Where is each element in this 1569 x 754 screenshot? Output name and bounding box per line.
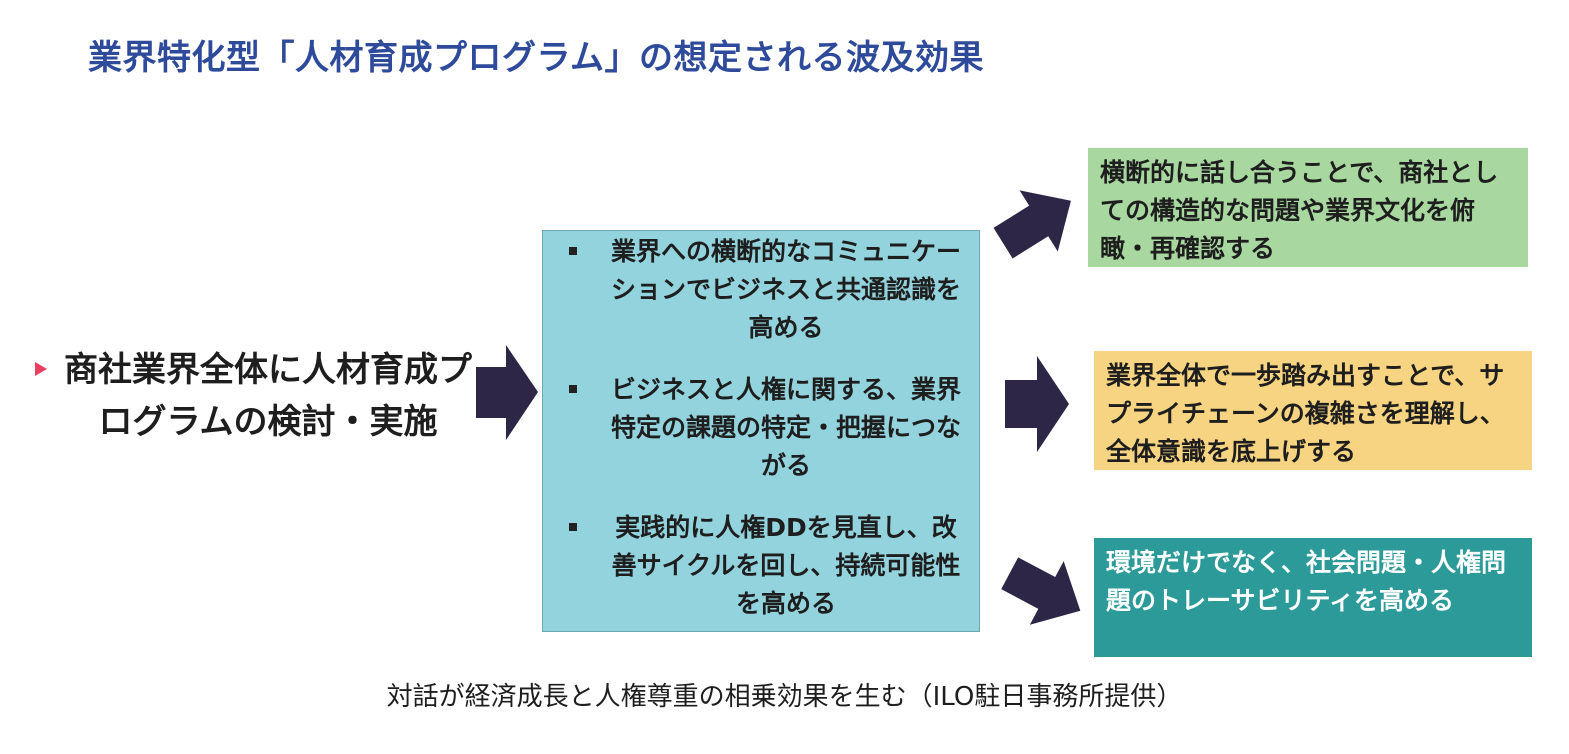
- center-item-text: 実践的に人権DDを見直し、改善サイクルを回し、持続可能性を高める: [611, 513, 961, 618]
- source-box-text: 商社業界全体に人材育成プログラムの検討・実施: [64, 350, 472, 442]
- square-bullet-icon: [569, 523, 577, 531]
- center-item-text: ビジネスと人権に関する、業界特定の課題の特定・把握につながる: [610, 375, 961, 480]
- diagram-title: 業界特化型「人材育成プログラム」の想定される波及効果: [88, 38, 984, 78]
- triangle-bullet-icon: [35, 362, 47, 376]
- center-item: 実践的に人権DDを見直し、改善サイクルを回し、持続可能性を高める: [563, 509, 963, 623]
- center-box: 業界への横断的なコミュニケーションでビジネスと共通認識を高める ビジネスと人権に…: [542, 230, 980, 632]
- arrow-up-right-icon: [993, 190, 1071, 259]
- result-box-traceability: 環境だけでなく、社会問題・人権問題のトレーサビリティを高める: [1094, 538, 1532, 657]
- center-item-text: 業界への横断的なコミュニケーションでビジネスと共通認識を高める: [610, 237, 961, 342]
- arrow-down-right-icon: [1001, 557, 1081, 625]
- result-box-supply-chain: 業界全体で一歩踏み出すことで、サプライチェーンの複雑さを理解し、全体意識を底上げ…: [1094, 351, 1532, 470]
- center-item: 業界への横断的なコミュニケーションでビジネスと共通認識を高める: [563, 233, 963, 347]
- center-item: ビジネスと人権に関する、業界特定の課題の特定・把握につながる: [563, 371, 963, 485]
- result-box-cross-industry: 横断的に話し合うことで、商社としての構造的な問題や業界文化を俯瞰・再確認する: [1088, 148, 1528, 267]
- square-bullet-icon: [569, 247, 577, 255]
- arrow-right-icon: [476, 345, 538, 440]
- square-bullet-icon: [569, 385, 577, 393]
- arrow-right-icon: [1005, 356, 1069, 452]
- caption: 対話が経済成長と人権尊重の相乗効果を生む（ILO駐日事務所提供）: [386, 682, 1183, 712]
